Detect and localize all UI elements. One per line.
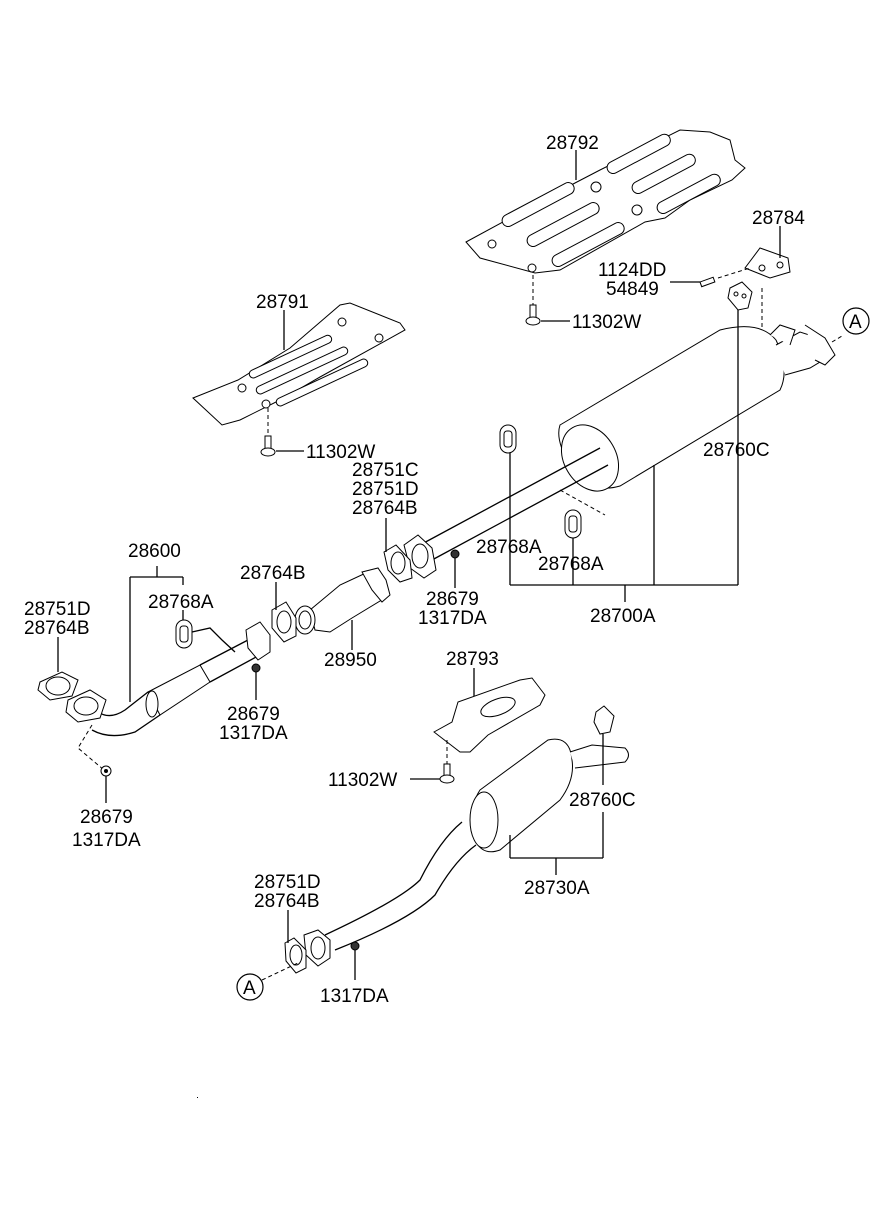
gasket-cat xyxy=(271,601,297,643)
heat-shield-28793 xyxy=(433,677,546,753)
gasket-rear xyxy=(284,937,307,974)
nut-icon xyxy=(100,765,112,777)
rubber-hanger-28768a-b xyxy=(564,509,582,539)
gasket-center xyxy=(383,544,413,583)
flange-rear xyxy=(303,929,331,967)
label-28751c: 28751C xyxy=(352,460,419,481)
label-28751d-c: 28751D xyxy=(352,479,419,500)
label-54849: 54849 xyxy=(606,279,659,300)
leader-dash xyxy=(77,724,105,771)
leader-dash xyxy=(717,267,751,279)
reference-a-text: A xyxy=(243,978,256,999)
nut-icon xyxy=(450,549,460,559)
bolt-1124dd-icon xyxy=(699,276,716,288)
label-28760c-rear: 28760C xyxy=(569,790,636,811)
reference-marker-a-lower: A xyxy=(236,973,264,1001)
heat-shield-28791 xyxy=(192,302,406,426)
label-28679-front: 28679 xyxy=(227,704,280,725)
label-28764b-cat: 28764B xyxy=(240,563,306,584)
label-28679-center: 28679 xyxy=(426,589,479,610)
leader-dash xyxy=(261,961,301,981)
label-28600: 28600 xyxy=(128,541,181,562)
label-28768a-b: 28768A xyxy=(538,554,604,575)
label-28768a-front: 28768A xyxy=(148,592,214,613)
label-11302w-upper: 11302W xyxy=(572,312,641,333)
bolt-icon xyxy=(525,304,541,326)
flange-center xyxy=(403,534,437,579)
label-28950: 28950 xyxy=(324,650,377,671)
label-28793: 28793 xyxy=(446,649,499,670)
label-28764b-rear: 28764B xyxy=(254,891,320,912)
bolt-icon xyxy=(439,763,455,784)
label-1317da-lower: 1317DA xyxy=(72,830,141,851)
label-1317da-front: 1317DA xyxy=(219,723,288,744)
leader-dash xyxy=(831,335,843,343)
hanger-bracket-28784 xyxy=(744,247,791,279)
label-28784: 28784 xyxy=(752,208,805,229)
center-muffler-28700a xyxy=(558,324,836,492)
label-1317da-center: 1317DA xyxy=(418,608,487,629)
reference-a-text: A xyxy=(849,312,862,333)
flange-front xyxy=(65,689,107,723)
label-28679-lower: 28679 xyxy=(80,807,133,828)
reference-marker-a-upper: A xyxy=(842,307,870,335)
label-28764b-front: 28764B xyxy=(24,618,90,639)
heat-shield-28792 xyxy=(465,129,746,274)
stray-dot xyxy=(197,1097,198,1098)
label-11302w-center: 11302W xyxy=(306,442,375,463)
label-28764b-c: 28764B xyxy=(352,498,418,519)
catalytic-converter-28950 xyxy=(294,567,391,635)
label-28730a: 28730A xyxy=(524,878,590,899)
label-1124dd: 1124DD xyxy=(598,260,666,281)
bolt-icon xyxy=(260,435,276,457)
rubber-hanger-28768a-a xyxy=(499,424,517,454)
label-28751d-front: 28751D xyxy=(24,599,91,620)
rubber-hanger-28768a-front xyxy=(175,619,236,653)
leader-dash xyxy=(559,489,606,516)
label-28760c-upper: 28760C xyxy=(703,440,770,461)
label-28792: 28792 xyxy=(546,133,599,154)
label-28700a: 28700A xyxy=(590,606,656,627)
gasket-front xyxy=(37,671,79,701)
label-28768a-a: 28768A xyxy=(476,537,542,558)
label-1317da-rear: 1317DA xyxy=(320,986,389,1007)
label-11302w-rear: 11302W xyxy=(328,770,397,791)
rear-muffler-28730a xyxy=(469,738,629,853)
rear-pipe xyxy=(324,821,477,951)
rubber-hanger-28760c-rear xyxy=(593,705,615,735)
label-28751d-rear: 28751D xyxy=(254,872,321,893)
nut-icon xyxy=(350,941,360,951)
label-28791: 28791 xyxy=(256,292,309,313)
rubber-hanger-28760c-upper xyxy=(727,281,753,311)
nut-icon xyxy=(251,663,261,673)
